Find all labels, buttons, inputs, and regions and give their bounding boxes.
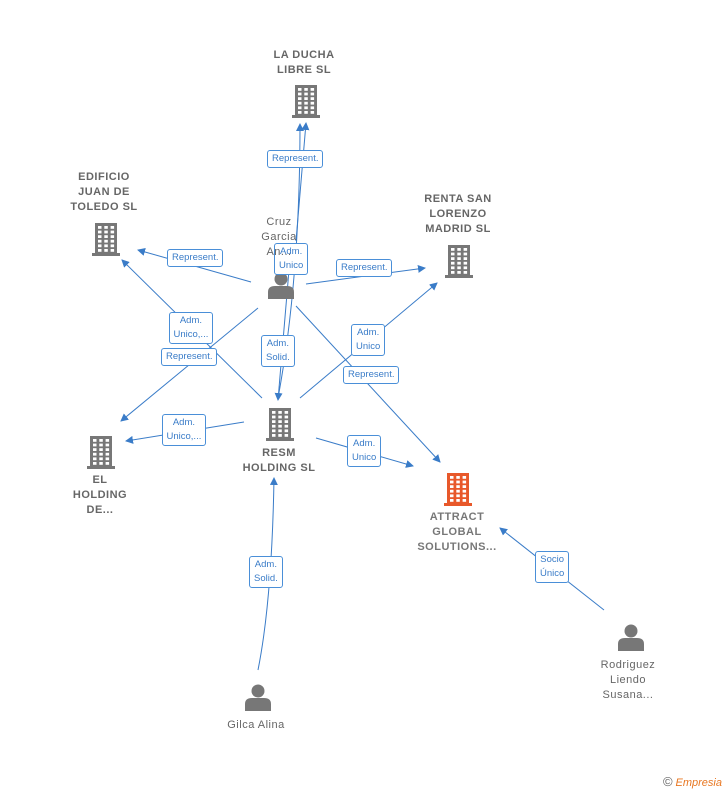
person-icon[interactable] [268, 272, 294, 300]
node-label-cruz[interactable]: Cruz Garcia An... [261, 216, 297, 258]
node-label-la-ducha[interactable]: LA DUCHA LIBRE SL [273, 49, 335, 76]
edge-label[interactable]: Adm. Unico [347, 435, 382, 467]
edge-label[interactable]: Represent. [336, 259, 393, 277]
person-icon[interactable] [245, 684, 271, 712]
edge-cruz-to-attract [295, 305, 441, 463]
node-label-attract[interactable]: ATTRACT GLOBAL SOLUTIONS... [417, 511, 497, 553]
brand-name: Empresia [675, 777, 722, 789]
building-icon[interactable] [87, 436, 115, 469]
building-icon[interactable] [266, 408, 294, 441]
node-label-edificio[interactable]: EDIFICIO JUAN DE TOLEDO SL [70, 171, 138, 213]
edge-label[interactable]: Socio Único [535, 551, 570, 583]
node-label-gilca[interactable]: Gilca Alina [227, 719, 285, 731]
edge-label[interactable]: Represent. [167, 249, 224, 267]
edge-label[interactable]: Adm. Unico,... [161, 414, 207, 446]
building-icon[interactable] [92, 223, 120, 256]
person-icon[interactable] [618, 624, 644, 652]
node-label-renta[interactable]: RENTA SAN LORENZO MADRID SL [424, 193, 492, 235]
edge-label[interactable]: Adm. Unico [351, 324, 386, 356]
edge-label[interactable]: Adm. Solid. [261, 335, 295, 367]
edge-label[interactable]: Adm. Unico [274, 243, 309, 275]
brand-watermark: ©Empresia [663, 774, 722, 789]
building-icon[interactable] [445, 245, 473, 278]
edge-label[interactable]: Adm. Solid. [249, 556, 283, 588]
building-icon[interactable] [292, 85, 320, 118]
edge-label[interactable]: Adm. Unico,... [168, 312, 214, 344]
node-label-rodriguez[interactable]: Rodriguez Liendo Susana... [600, 659, 656, 701]
edge-label[interactable]: Represent. [267, 150, 324, 168]
copyright-icon: © [662, 774, 673, 789]
node-label-el-holding[interactable]: EL HOLDING DE... [72, 474, 128, 516]
node-label-resm[interactable]: RESM HOLDING SL [242, 447, 316, 474]
edge-label[interactable]: Represent. [343, 366, 400, 384]
building-icon[interactable] [444, 473, 472, 506]
edge-label[interactable]: Represent. [161, 348, 218, 366]
